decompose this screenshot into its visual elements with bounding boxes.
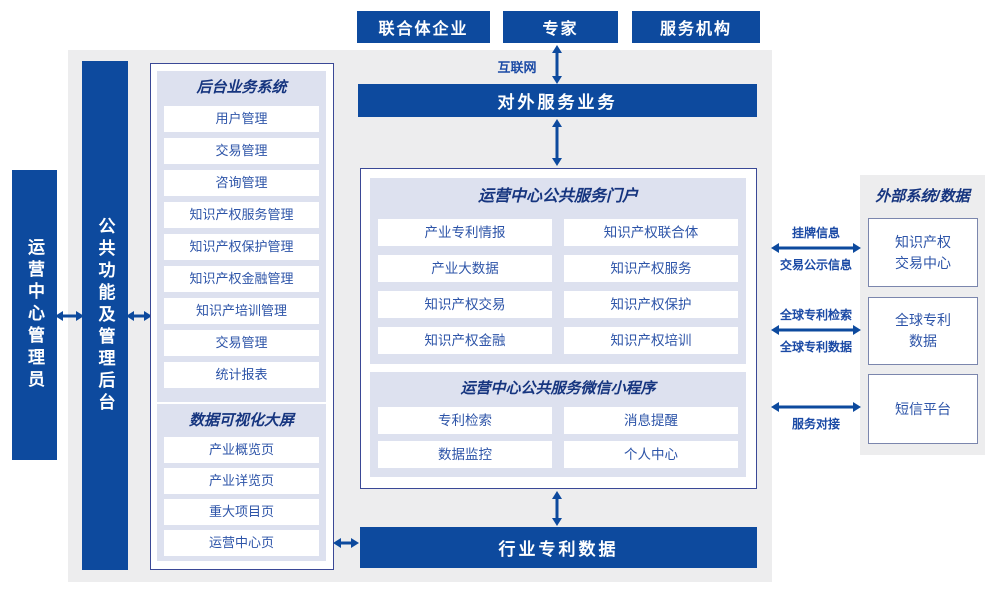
dashboard-item: 重大项目页 bbox=[164, 499, 319, 525]
external-systems-panel: 外部系统/数据 知识产权 交易中心 全球专利 数据 短信平台 bbox=[860, 175, 985, 455]
arrow-to-sms-platform bbox=[771, 401, 861, 413]
dashboard-item: 产业概览页 bbox=[164, 437, 319, 463]
public-functions-backend-bar: 公共功能及管理后台 bbox=[82, 61, 128, 570]
external-box-ip-trading-center: 知识产权 交易中心 bbox=[868, 218, 978, 287]
miniprogram-title: 运营中心公共服务微信小程序 bbox=[460, 380, 656, 397]
portal-item: 知识产权保护 bbox=[564, 291, 738, 318]
link-label-trade-public-info: 交易公示信息 bbox=[779, 258, 852, 272]
miniprogram-item: 个人中心 bbox=[564, 441, 738, 468]
backend-item: 统计报表 bbox=[164, 362, 319, 388]
backend-item: 交易管理 bbox=[164, 138, 319, 164]
portal-item: 产业大数据 bbox=[378, 255, 552, 282]
dashboard-item: 运营中心页 bbox=[164, 530, 319, 556]
arrow-to-global-patent-data bbox=[771, 324, 861, 336]
portal-row: 产业专利情报 知识产权联合体 bbox=[378, 219, 738, 246]
portal-item: 知识产权服务 bbox=[564, 255, 738, 282]
operations-center-admin-bar: 运营中心管理员 bbox=[12, 170, 57, 460]
arrow-panel-to-industry-data bbox=[333, 537, 359, 549]
backend-item: 知识产权服务管理 bbox=[164, 202, 319, 228]
dashboard-section: 数据可视化大屏 产业概览页 产业详览页 重大项目页 运营中心页 bbox=[157, 404, 326, 561]
portal-row: 知识产权金融 知识产权培训 bbox=[378, 327, 738, 354]
portal-row: 知识产权交易 知识产权保护 bbox=[378, 291, 738, 318]
miniprogram-row: 数据监控 个人中心 bbox=[378, 441, 738, 468]
industry-patent-data-bar: 行业专利数据 bbox=[360, 527, 757, 568]
arrow-external-service-to-portal bbox=[551, 119, 563, 166]
portal-item: 知识产权联合体 bbox=[564, 219, 738, 246]
left-panel: 后台业务系统 用户管理 交易管理 咨询管理 知识产权服务管理 知识产权保护管理 … bbox=[150, 63, 334, 570]
dashboard-item: 产业详览页 bbox=[164, 468, 319, 494]
link-label-service-connect: 服务对接 bbox=[791, 417, 840, 431]
internet-label: 互联网 bbox=[497, 60, 537, 75]
backend-system-section: 后台业务系统 用户管理 交易管理 咨询管理 知识产权服务管理 知识产权保护管理 … bbox=[157, 71, 326, 402]
portal-row: 产业大数据 知识产权服务 bbox=[378, 255, 738, 282]
backend-item: 用户管理 bbox=[164, 106, 319, 132]
link-label-global-patent-search: 全球专利检索 bbox=[779, 308, 852, 322]
external-service-bar: 对外服务业务 bbox=[358, 84, 757, 117]
miniprogram-item: 专利检索 bbox=[378, 407, 552, 434]
link-label-listing-info: 挂牌信息 bbox=[791, 226, 840, 240]
actor-box-service-organization: 服务机构 bbox=[632, 11, 760, 43]
link-label-global-patent-data: 全球专利数据 bbox=[779, 340, 852, 354]
arrow-to-ip-trading-center bbox=[771, 242, 861, 254]
portal-section: 运营中心公共服务门户 产业专利情报 知识产权联合体 产业大数据 知识产权服务 知… bbox=[370, 178, 746, 364]
backend-item: 咨询管理 bbox=[164, 170, 319, 196]
backend-item: 知识产培训管理 bbox=[164, 298, 319, 324]
portal-item: 知识产权培训 bbox=[564, 327, 738, 354]
portal-item: 产业专利情报 bbox=[378, 219, 552, 246]
backend-item: 知识产权保护管理 bbox=[164, 234, 319, 260]
miniprogram-item: 数据监控 bbox=[378, 441, 552, 468]
internet-arrow bbox=[551, 45, 563, 84]
arrow-admin-to-backend bbox=[55, 310, 84, 322]
miniprogram-item: 消息提醒 bbox=[564, 407, 738, 434]
external-box-sms-platform: 短信平台 bbox=[868, 374, 978, 444]
backend-system-title: 后台业务系统 bbox=[196, 79, 287, 96]
dashboard-title: 数据可视化大屏 bbox=[188, 412, 294, 429]
miniprogram-row: 专利检索 消息提醒 bbox=[378, 407, 738, 434]
external-systems-title: 外部系统/数据 bbox=[875, 188, 970, 205]
actor-box-expert: 专家 bbox=[503, 11, 618, 43]
portal-title: 运营中心公共服务门户 bbox=[477, 188, 638, 205]
backend-item: 知识产权金融管理 bbox=[164, 266, 319, 292]
miniprogram-section: 运营中心公共服务微信小程序 专利检索 消息提醒 数据监控 个人中心 bbox=[370, 372, 746, 477]
portal-item: 知识产权交易 bbox=[378, 291, 552, 318]
actor-box-consortium-enterprise: 联合体企业 bbox=[357, 11, 490, 43]
arrow-portal-to-industry-data bbox=[551, 491, 563, 526]
backend-item: 交易管理 bbox=[164, 330, 319, 356]
portal-item: 知识产权金融 bbox=[378, 327, 552, 354]
center-panel: 运营中心公共服务门户 产业专利情报 知识产权联合体 产业大数据 知识产权服务 知… bbox=[360, 168, 757, 489]
arrow-backend-to-panel bbox=[126, 310, 152, 322]
external-box-global-patent-data: 全球专利 数据 bbox=[868, 297, 978, 365]
